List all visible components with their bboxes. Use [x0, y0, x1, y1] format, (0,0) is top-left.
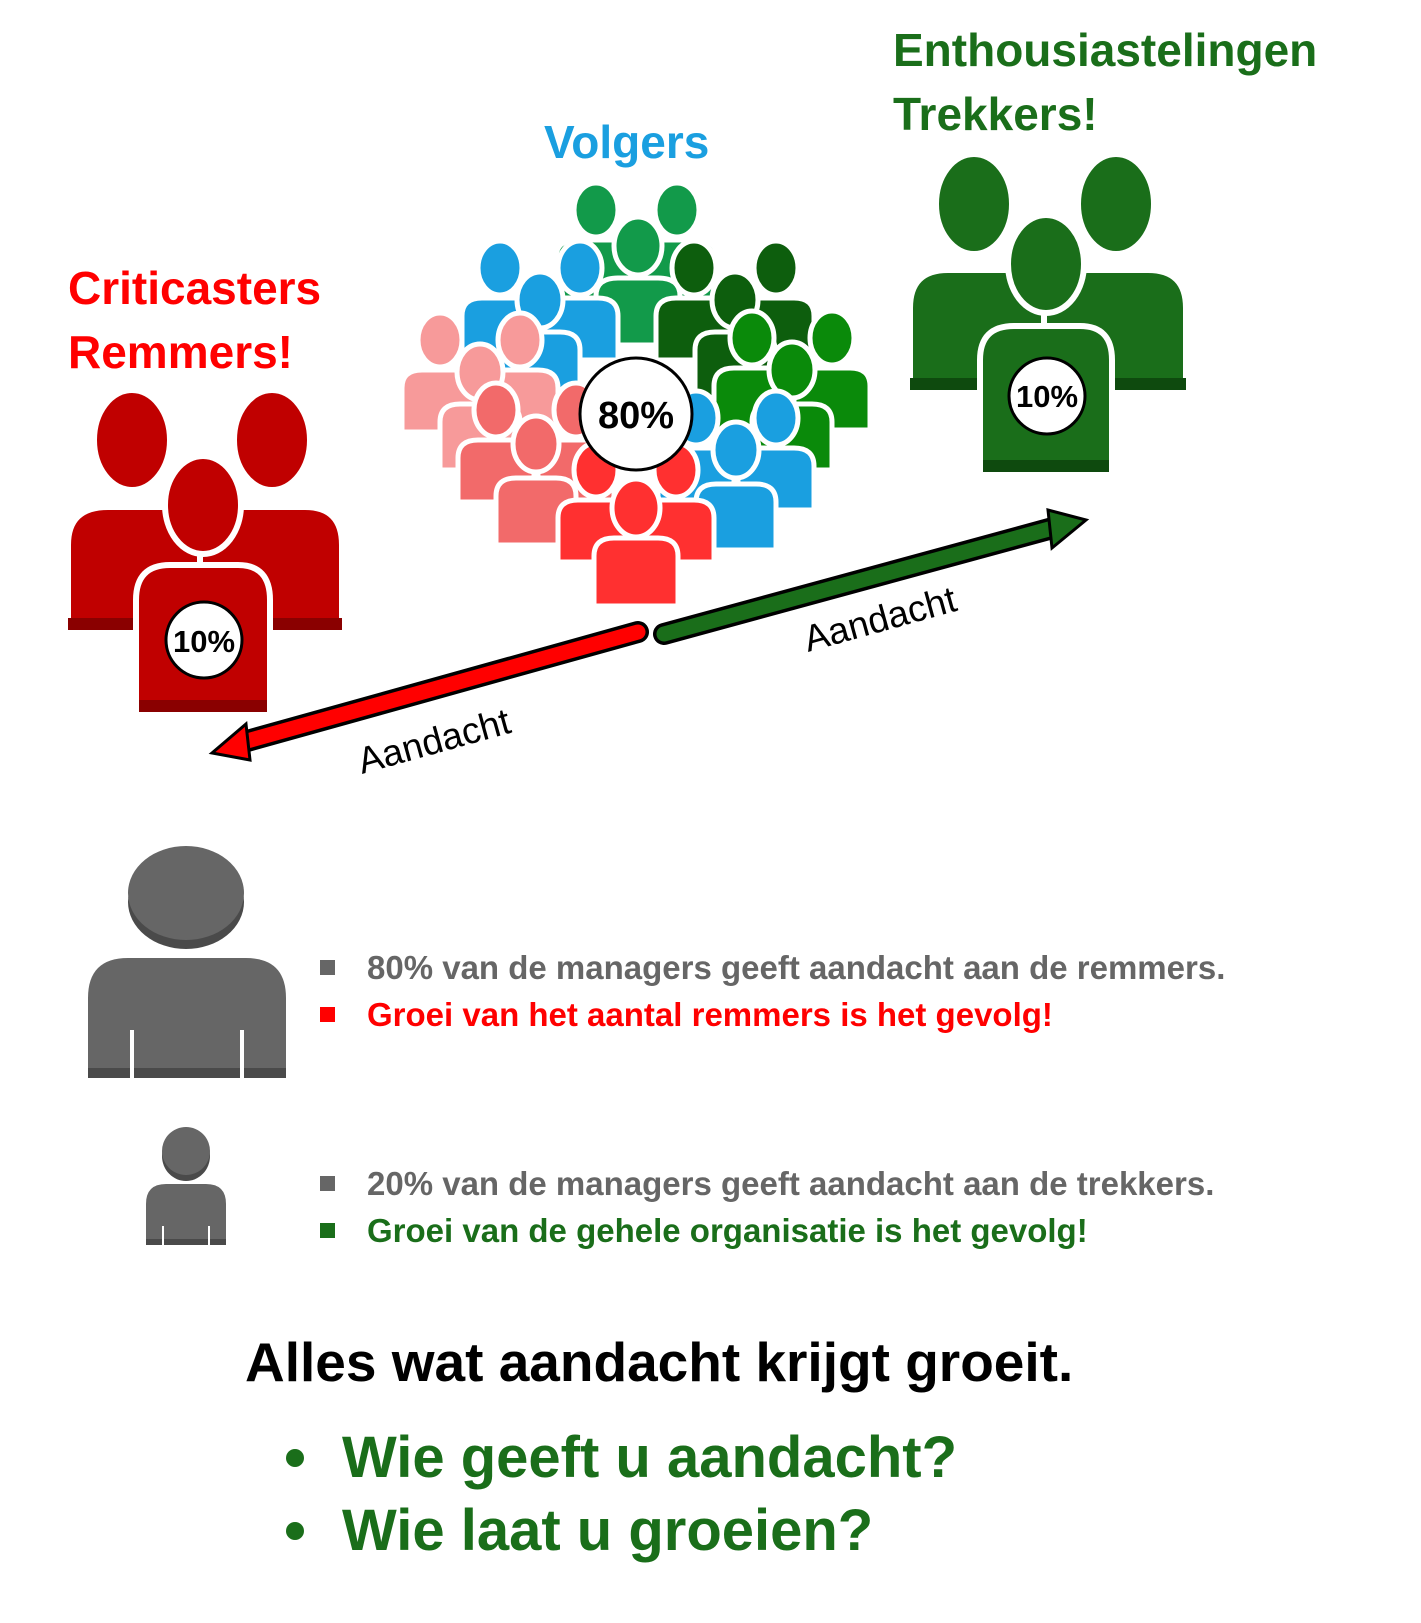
- critics-title-line2: Remmers!: [68, 326, 293, 378]
- followers-percent-circle: [578, 356, 694, 472]
- bullet-dot: [286, 1521, 304, 1540]
- bullet-square: [320, 960, 335, 975]
- enthusiasts-percent: 10%: [1016, 379, 1078, 414]
- managers-group2: 20% van de managers geeft aandacht aan d…: [320, 1160, 1214, 1254]
- bullet-square: [320, 1007, 335, 1022]
- managers-group1-text2: Groei van het aantal remmers is het gevo…: [367, 996, 1053, 1033]
- followers-title: Volgers: [544, 116, 710, 168]
- critics-percent: 10%: [173, 624, 235, 659]
- closing-question-1-text: Wie geeft u aandacht?: [342, 1425, 958, 1490]
- managers-group1-text1: 80% van de managers geeft aandacht aan d…: [367, 949, 1226, 986]
- managers-group2-line1: 20% van de managers geeft aandacht aan d…: [320, 1160, 1214, 1207]
- critics-title: Criticasters Remmers!: [68, 256, 321, 384]
- closing-question-2: Wie laat u groeien?: [286, 1497, 873, 1564]
- closing-question-1: Wie geeft u aandacht?: [286, 1424, 957, 1491]
- manager-large-icon: [88, 846, 286, 1078]
- managers-group1-line1: 80% van de managers geeft aandacht aan d…: [320, 944, 1225, 991]
- arrow-to-critics: [208, 621, 649, 762]
- managers-group1-line2: Groei van het aantal remmers is het gevo…: [320, 991, 1225, 1038]
- managers-group1: 80% van de managers geeft aandacht aan d…: [320, 944, 1225, 1038]
- managers-group2-text1: 20% van de managers geeft aandacht aan d…: [367, 1165, 1215, 1202]
- enthusiasts-group-icon: 10%: [907, 151, 1189, 475]
- critics-group-icon: 10%: [65, 387, 345, 715]
- managers-group2-line2: Groei van de gehele organisatie is het g…: [320, 1207, 1214, 1254]
- manager-small-icon: [146, 1127, 226, 1245]
- critics-title-line1: Criticasters: [68, 262, 322, 314]
- closing-question-2-text: Wie laat u groeien?: [342, 1498, 874, 1563]
- enthusiasts-title-line2: Trekkers!: [893, 88, 1098, 140]
- followers-crowd-icon: 80%: [399, 180, 873, 609]
- followers-percent: 80%: [598, 395, 674, 437]
- closing-title: Alles wat aandacht krijgt groeit.: [245, 1331, 1074, 1393]
- bullet-square: [320, 1223, 335, 1238]
- arrow-to-enthusiasts: [653, 507, 1090, 645]
- bullet-dot: [286, 1448, 304, 1467]
- enthusiasts-title-line1: Enthousiastelingen: [893, 24, 1318, 76]
- enthusiasts-percent-circle: [1007, 356, 1087, 436]
- enthusiasts-title: Enthousiastelingen Trekkers!: [893, 18, 1317, 146]
- managers-group2-text2: Groei van de gehele organisatie is het g…: [367, 1212, 1088, 1249]
- critics-percent-circle: [164, 600, 244, 680]
- bullet-square: [320, 1176, 335, 1191]
